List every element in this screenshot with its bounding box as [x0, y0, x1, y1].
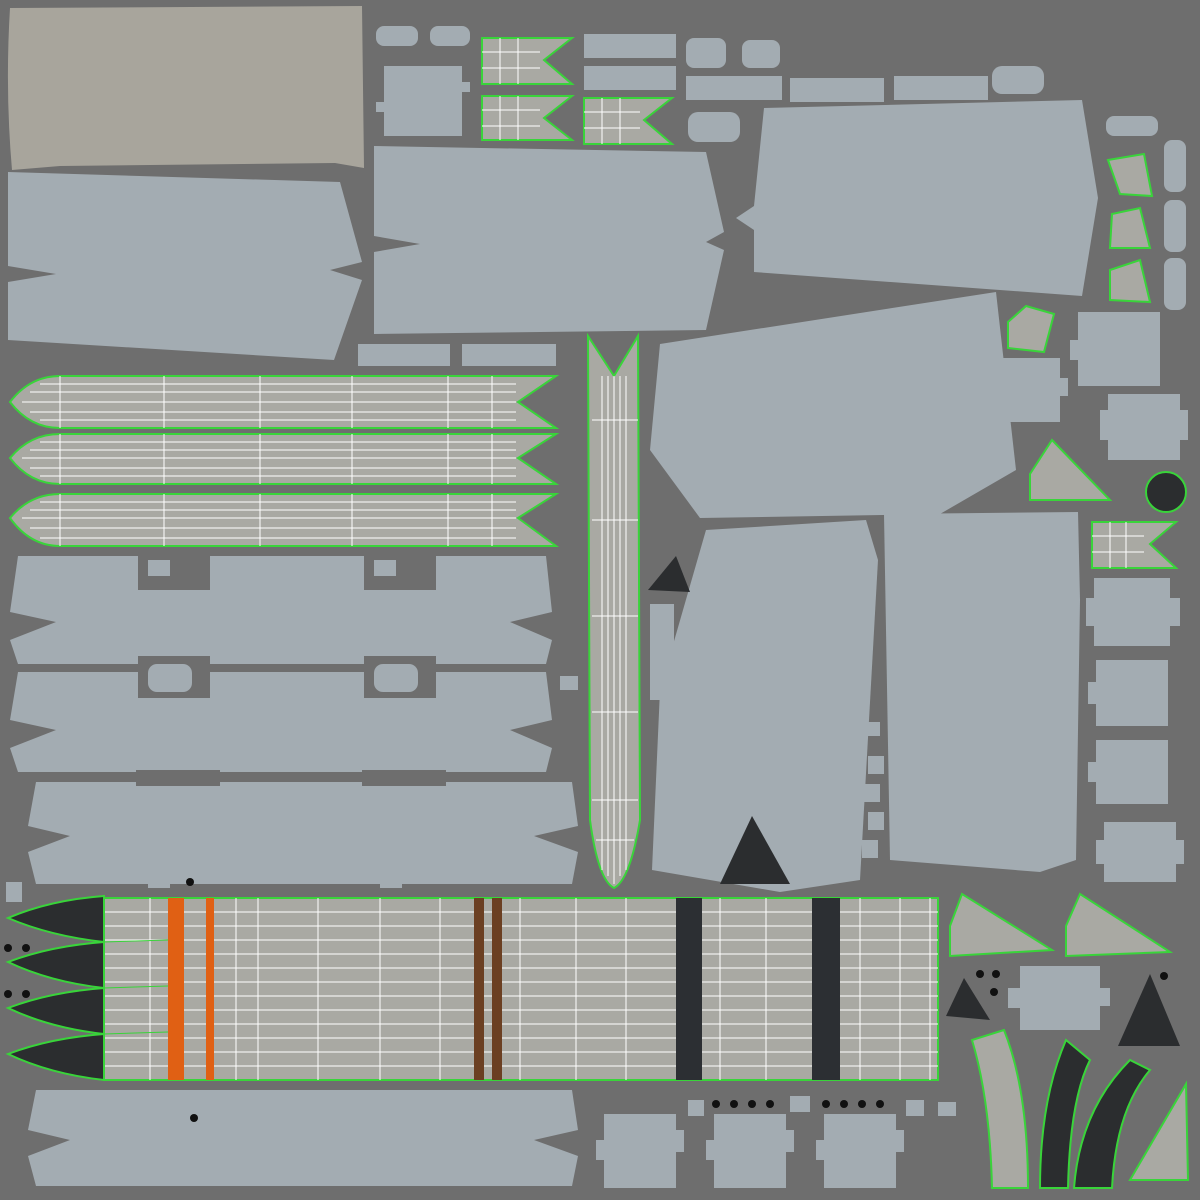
- small-piece-17: [862, 840, 878, 858]
- small-piece-15: [864, 784, 880, 802]
- block-b: [430, 26, 470, 46]
- small-piece-5: [148, 870, 170, 888]
- small-piece-8: [6, 882, 22, 902]
- small-piece-1: [148, 560, 170, 576]
- block-g: [1106, 116, 1158, 136]
- lower-block-1: [596, 1114, 684, 1188]
- dark-part-2: [720, 816, 790, 884]
- right-wing-panel: [736, 100, 1098, 296]
- dark-part-4: [1118, 974, 1180, 1046]
- panel-3-gap-b: [362, 770, 446, 786]
- top-rect-3: [686, 76, 782, 100]
- small-piece-14: [868, 756, 884, 774]
- block-d: [742, 40, 780, 68]
- dark-part-3: [946, 978, 990, 1020]
- small-piece-11: [906, 1100, 924, 1116]
- small-piece-16: [868, 812, 884, 830]
- block-i: [1164, 200, 1186, 252]
- dark-part-1: [648, 556, 690, 592]
- brown-stripe-1: [474, 898, 484, 1080]
- block-e: [992, 66, 1044, 94]
- engine-nacelle-2: [8, 433, 560, 485]
- block-j: [1164, 258, 1186, 310]
- top-rect-1: [584, 34, 676, 58]
- block-c: [686, 38, 726, 68]
- main-fuselage-strip: [103, 897, 939, 1081]
- sphere-wire: [1145, 471, 1187, 513]
- orange-stripe-2: [206, 898, 214, 1080]
- small-piece-13: [862, 722, 880, 736]
- notch-block-4: [1100, 394, 1188, 460]
- top-rect-4: [790, 78, 884, 102]
- dark-stripe-1: [676, 898, 702, 1080]
- rivet-dots: [4, 878, 1168, 1122]
- notch-block-5: [1086, 578, 1180, 646]
- fuselage-panel-2: [10, 672, 552, 772]
- tail-fin-panel-2: [884, 512, 1080, 872]
- mid-rect-1: [358, 344, 450, 366]
- mid-right-wing-panel: [650, 292, 1016, 518]
- engine-nacelle-1: [8, 375, 560, 429]
- small-piece-4: [374, 664, 418, 692]
- tri-fin-1: [949, 438, 1190, 1181]
- fuselage-panel-4: [28, 1090, 578, 1186]
- block-f: [688, 112, 740, 142]
- notch-block-8: [1096, 822, 1184, 882]
- winglet-3: [583, 97, 675, 145]
- narrow-strip: [650, 604, 674, 700]
- notch-block-1: [376, 66, 470, 136]
- small-piece-3: [148, 664, 192, 692]
- fuselage-panel-1: [10, 556, 552, 664]
- brown-stripe-2: [492, 898, 502, 1080]
- vertical-fuselage: [586, 332, 642, 890]
- notch-block-7: [1088, 740, 1168, 804]
- panel-3-gap-a: [136, 770, 220, 786]
- small-piece-12: [560, 676, 578, 690]
- top-rect-2: [584, 66, 676, 90]
- winglet-2: [481, 95, 575, 141]
- small-piece-7: [408, 862, 430, 880]
- nose-cones: [5, 894, 169, 1082]
- small-piece-6: [380, 870, 402, 888]
- small-piece-10: [790, 1096, 810, 1112]
- block-a: [376, 26, 418, 46]
- notch-block-6: [1088, 660, 1168, 726]
- small-piece-18: [938, 1102, 956, 1116]
- mid-rect-2: [462, 344, 556, 366]
- orange-stripe-1: [168, 898, 184, 1080]
- winglet-1: [481, 37, 575, 85]
- notch-block-2: [1070, 312, 1160, 386]
- engine-nacelle-3: [8, 493, 560, 547]
- left-wing-panel: [8, 172, 362, 360]
- curved-strip-2: [1038, 1038, 1092, 1189]
- winglet-4: [1091, 521, 1179, 569]
- curved-strip-1: [970, 1028, 1030, 1189]
- curved-strip-3: [1072, 1058, 1152, 1189]
- tail-fin-panel-1: [652, 520, 878, 892]
- flap-wire-1: [1007, 152, 1154, 354]
- fuselage-panel-3: [28, 782, 578, 884]
- notch-block-9: [1008, 966, 1110, 1030]
- notch-block-3: [978, 358, 1068, 422]
- block-h: [1164, 140, 1186, 192]
- center-wing-panel: [374, 146, 724, 334]
- lower-block-3: [816, 1114, 904, 1188]
- top-rect-5: [894, 76, 988, 100]
- dark-stripe-2: [812, 898, 840, 1080]
- top-left-panel: [7, 6, 365, 170]
- lower-block-2: [706, 1114, 794, 1188]
- small-piece-2: [374, 560, 396, 576]
- small-piece-9: [688, 1100, 704, 1116]
